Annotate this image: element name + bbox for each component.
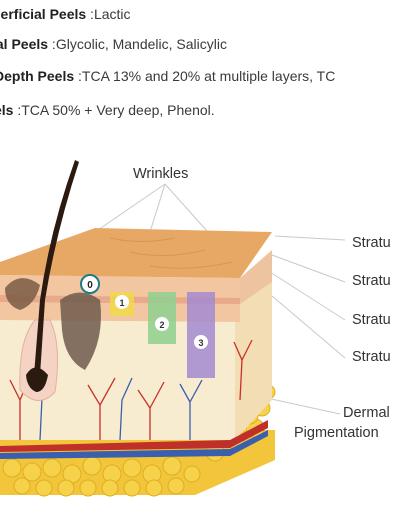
stratum-label-4: Stratu — [352, 349, 391, 365]
marker-1-label: 1 — [119, 298, 124, 308]
dermis — [0, 320, 235, 440]
legend-term: els — [0, 102, 14, 118]
epidermis-side — [240, 250, 272, 304]
dermal-label: Dermal — [343, 405, 390, 421]
vein-band — [0, 430, 268, 459]
legend-line-light: ial Peels :Glycolic, Mandelic, Salicylic — [0, 36, 227, 52]
wrinkle-lines — [109, 237, 233, 269]
dermis-side — [235, 268, 272, 440]
legend-value: :Lactic — [86, 6, 131, 22]
legend-value: :TCA 13% and 20% at multiple layers, TC — [74, 68, 336, 84]
marker-2-label: 2 — [159, 320, 164, 330]
marker-0-label: 0 — [87, 280, 93, 291]
stratum-label-1: Stratu — [352, 235, 391, 251]
marker-1-badge — [115, 295, 129, 309]
pigment-spot — [5, 278, 40, 310]
legend-term: perficial Peels — [0, 6, 87, 22]
pigmentation-label: Pigmentation — [294, 425, 379, 441]
hair-shaft — [34, 160, 79, 375]
stratum-label-2: Stratu — [352, 273, 391, 289]
stratum-label-3: Stratu — [352, 312, 391, 328]
legend-line-superficial: perficial Peels :Lactic — [0, 6, 131, 22]
legend-value: :TCA 50% + Very deep, Phenol. — [13, 102, 215, 118]
hair-bulb — [26, 367, 48, 392]
marker-3-badge — [194, 335, 208, 349]
legend-term: Depth Peels — [0, 68, 75, 84]
legend-value: :Glycolic, Mandelic, Salicylic — [48, 36, 227, 52]
marker-2-badge — [155, 317, 169, 331]
marker-3-label: 3 — [198, 338, 203, 348]
wrinkles-label: Wrinkles — [133, 166, 189, 182]
legend-term: ial Peels — [0, 36, 49, 52]
marker-0 — [80, 274, 100, 294]
legend-line-deep: els :TCA 50% + Very deep, Phenol. — [0, 102, 215, 118]
legend-line-medium: Depth Peels :TCA 13% and 20% at multiple… — [0, 68, 335, 84]
pigment-spot — [60, 292, 101, 370]
artery-band — [0, 420, 268, 452]
